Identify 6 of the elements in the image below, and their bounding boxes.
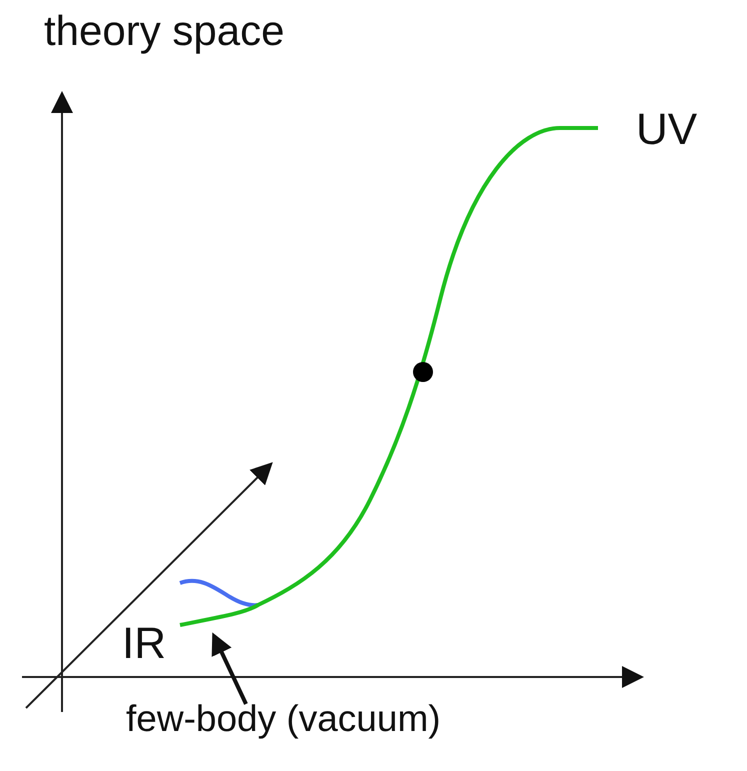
leader-arrow bbox=[212, 632, 248, 705]
axis-label: UV bbox=[636, 108, 698, 152]
rg-flow-curve bbox=[180, 126, 598, 627]
title: theory space bbox=[44, 10, 284, 52]
axis-label: IR bbox=[122, 622, 166, 666]
annotation-text: few-body (vacuum) bbox=[126, 700, 441, 737]
